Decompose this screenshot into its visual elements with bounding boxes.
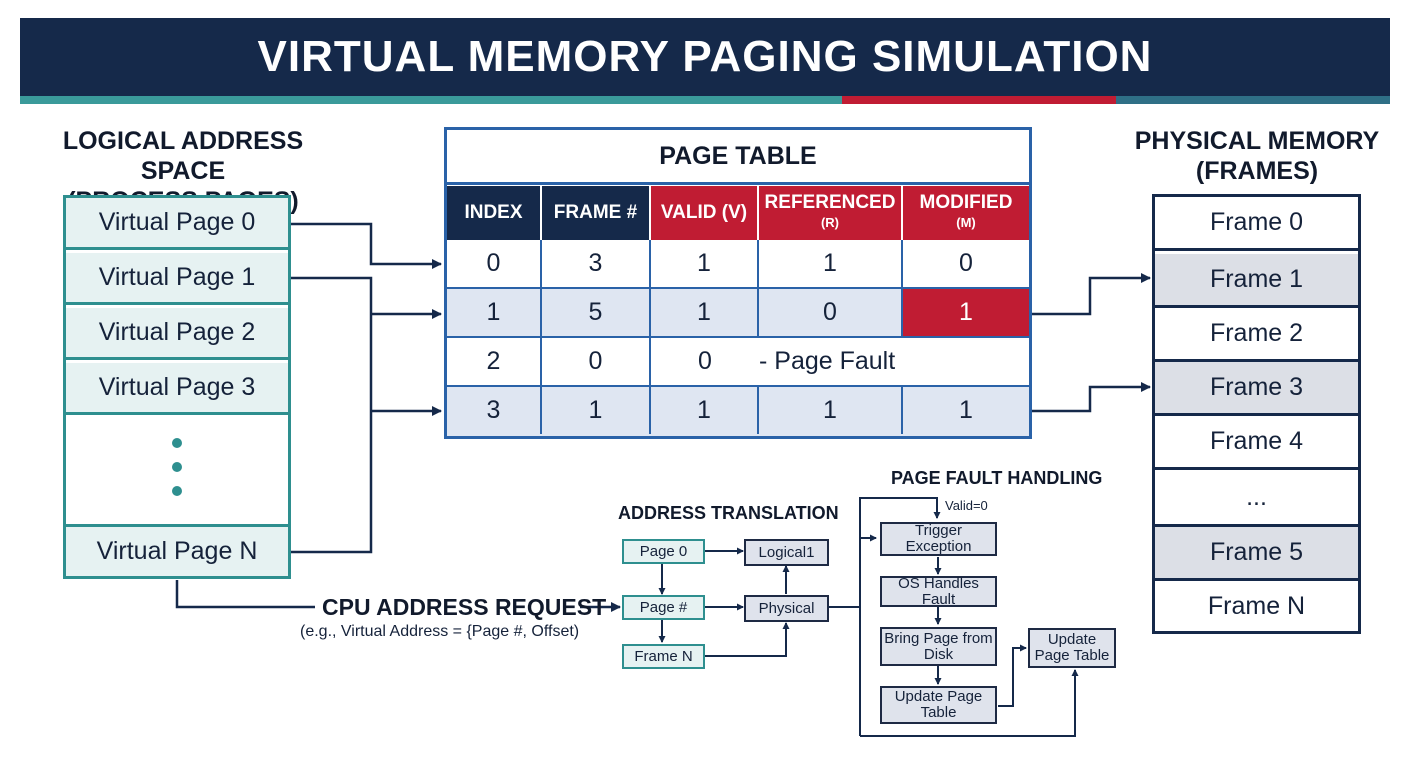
os-handles-fault-box[interactable]: OS Handles Fault (880, 575, 997, 607)
ellipsis-dot (172, 462, 182, 472)
cpu-request-title: CPU ADDRESS REQUEST (322, 594, 607, 620)
table-row[interactable]: 0 3 1 1 0 (447, 240, 1029, 289)
physical-title: PHYSICAL MEMORY (FRAMES) (1134, 127, 1380, 185)
col-header-modified: MODIFIED (M) (903, 186, 1029, 240)
table-row[interactable]: 1 5 1 0 1 (447, 289, 1029, 338)
arrow-row1-to-frame1 (1032, 273, 1151, 316)
table-row[interactable]: 2 0 0 - Page Fault (447, 338, 1029, 387)
page-table: PAGE TABLE INDEX FRAME # VALID (V) REFER… (444, 127, 1032, 439)
table-row[interactable]: 3 1 1 1 1 (447, 387, 1029, 436)
page-title: VIRTUAL MEMORY PAGING SIMULATION (257, 32, 1153, 81)
arrow-vpage0-to-row0 (291, 222, 442, 269)
ellipsis-dot (172, 438, 182, 448)
col-header-frame: FRAME # (542, 186, 651, 240)
translation-logical1-box[interactable]: Logical1 (744, 539, 829, 566)
virtual-page-n[interactable]: Virtual Page N (66, 524, 288, 576)
virtual-page-0[interactable]: Virtual Page 0 (66, 198, 288, 250)
line-vpage1 (291, 276, 373, 554)
valid-zero-label: Valid=0 (945, 498, 988, 513)
physical-frames-box: Frame 0 Frame 1 Frame 2 Frame 3 Frame 4 … (1152, 194, 1361, 634)
col-header-referenced: REFERENCED (R) (759, 186, 903, 240)
frame-ellipsis: ... (1155, 470, 1358, 527)
modified-highlight-cell: 1 (903, 289, 1029, 336)
logical-pages-box: Virtual Page 0 Virtual Page 1 Virtual Pa… (63, 195, 291, 579)
header-stripe (20, 96, 1390, 104)
col-header-index: INDEX (447, 186, 542, 240)
update-page-table-box-2[interactable]: Update Page Table (1028, 628, 1116, 668)
frame-n[interactable]: Frame N (1155, 581, 1358, 631)
frame-4[interactable]: Frame 4 (1155, 416, 1358, 470)
virtual-page-1[interactable]: Virtual Page 1 (66, 253, 288, 305)
translation-physical-box[interactable]: Physical (744, 595, 829, 622)
cpu-request-subtitle: (e.g., Virtual Address = {Page #, Offset… (300, 623, 580, 640)
frame-1[interactable]: Frame 1 (1155, 254, 1358, 308)
frame-5[interactable]: Frame 5 (1155, 527, 1358, 581)
virtual-page-2[interactable]: Virtual Page 2 (66, 308, 288, 360)
translation-frame-n-box[interactable]: Frame N (622, 644, 705, 669)
bring-page-box[interactable]: Bring Page from Disk (880, 627, 997, 666)
update-page-table-box-1[interactable]: Update Page Table (880, 686, 997, 724)
col-header-valid: VALID (V) (651, 186, 759, 240)
virtual-page-3[interactable]: Virtual Page 3 (66, 363, 288, 415)
trigger-exception-box[interactable]: Trigger Exception (880, 522, 997, 556)
frame-0[interactable]: Frame 0 (1155, 197, 1358, 251)
frame-3[interactable]: Frame 3 (1155, 362, 1358, 416)
arrow-update-to-update (998, 644, 1027, 707)
page-table-title: PAGE TABLE (447, 130, 1029, 185)
arrow-framen-to-physical (705, 622, 790, 657)
translation-page-num-box[interactable]: Page # (622, 595, 705, 620)
line-vpageN-to-cpu (175, 580, 315, 609)
page-fault-handling-title: PAGE FAULT HANDLING (891, 468, 1103, 488)
address-translation-title: ADDRESS TRANSLATION (618, 503, 839, 523)
page-fault-label: - Page Fault (759, 347, 896, 375)
header-bar: VIRTUAL MEMORY PAGING SIMULATION (20, 18, 1390, 96)
frame-2[interactable]: Frame 2 (1155, 308, 1358, 362)
arrow-row3-to-frame3 (1032, 382, 1151, 413)
ellipsis-dot (172, 486, 182, 496)
translation-page0-box[interactable]: Page 0 (622, 539, 705, 564)
